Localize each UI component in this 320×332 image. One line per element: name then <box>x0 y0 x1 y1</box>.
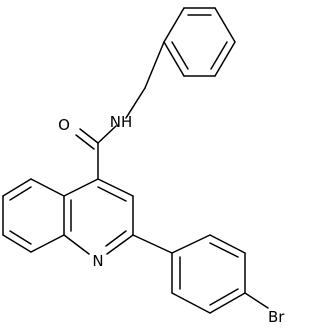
bond <box>171 292 211 314</box>
bond <box>97 125 117 144</box>
bond <box>163 7 185 43</box>
bond <box>2 234 32 253</box>
bond <box>97 178 134 197</box>
double-bond-inner <box>209 288 239 306</box>
oxygen-atom-label: O <box>58 116 70 134</box>
bond <box>30 178 65 197</box>
ring-nitrogen-atom-label: N <box>92 252 103 270</box>
bond <box>209 292 246 314</box>
bond <box>2 178 32 197</box>
carbonyl-bond <box>79 128 99 144</box>
bond <box>63 178 99 197</box>
bond <box>244 292 269 309</box>
bond <box>144 41 165 89</box>
bond <box>125 87 146 119</box>
carbonyl-bond <box>75 134 95 150</box>
benzyl-phenyl-ring <box>163 7 236 77</box>
double-bond-inner <box>210 41 228 70</box>
molecule-structure-diagram: O NH N Br <box>2 7 285 326</box>
bond <box>214 41 236 77</box>
benzyl-amide-linker <box>75 41 165 180</box>
quinoline-pyridine-ring <box>63 178 134 255</box>
bromine-atom-label: Br <box>268 308 285 326</box>
bond <box>209 234 246 254</box>
bond <box>63 234 90 255</box>
quinoline-benzo-ring <box>2 178 65 253</box>
double-bond-inner <box>171 41 189 70</box>
bond <box>30 234 65 253</box>
bond <box>106 234 134 255</box>
double-bond-inner <box>9 186 32 201</box>
bond <box>132 234 173 254</box>
bond <box>171 234 211 254</box>
double-bond-inner <box>97 186 127 202</box>
double-bond-inner <box>9 230 32 245</box>
double-bond-inner <box>105 230 127 247</box>
bond <box>163 41 185 77</box>
bond <box>214 7 236 43</box>
double-bond-inner <box>209 242 239 258</box>
bromophenyl-ring <box>132 234 269 314</box>
amide-nh-atom-label: NH <box>110 113 133 131</box>
